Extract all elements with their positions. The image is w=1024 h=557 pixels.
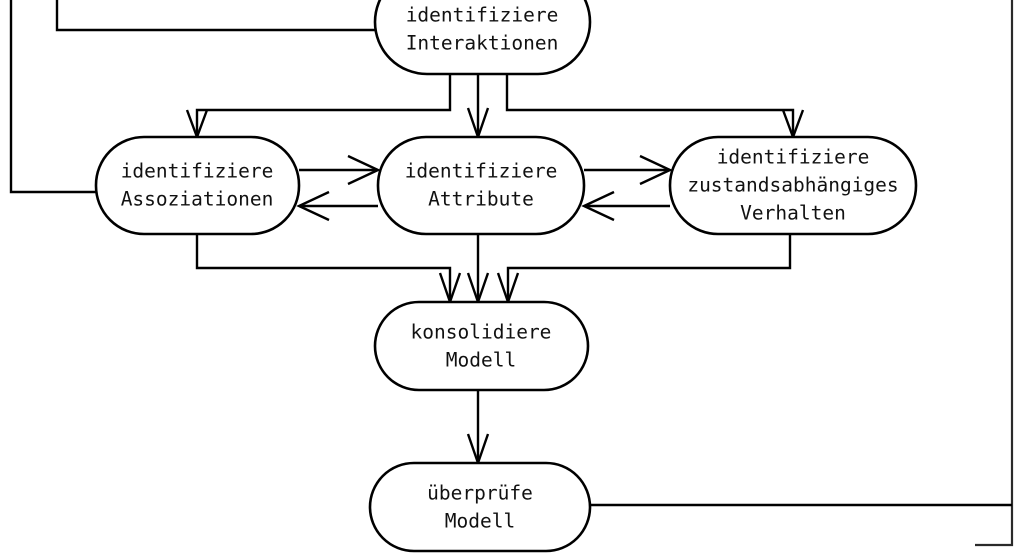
edge-assoziationen-to-attribute [299, 154, 381, 186]
node-identifiziere-interaktionen[interactable]: identifiziere Interaktionen [373, 0, 592, 76]
node-label-line2: Modell [446, 349, 516, 372]
node-ueberpruefe-modell[interactable]: überprüfe Modell [368, 461, 592, 553]
node-identifiziere-zustandsabhaengiges-verhalten[interactable]: identifiziere zustandsabhängiges Verhalt… [668, 135, 918, 236]
node-label-line1: identifiziere [717, 146, 870, 169]
node-konsolidiere-modell[interactable]: konsolidiere Modell [373, 300, 590, 392]
edge-interaktionen-feedback-left [55, 0, 375, 32]
node-label-line3: Verhalten [740, 202, 846, 225]
edge-attribute-to-konsolidiere [466, 234, 490, 306]
node-label-line2: Interaktionen [406, 32, 559, 55]
edge-assoziationen-feedback-left [9, 0, 96, 194]
node-label-line2: zustandsabhängiges [687, 174, 898, 197]
node-identifiziere-attribute[interactable]: identifiziere Attribute [376, 135, 586, 236]
edge-attribute-to-verhalten [584, 154, 673, 186]
node-label-line1: konsolidiere [411, 321, 552, 344]
node-label-line2: Modell [445, 510, 515, 533]
node-label-line2: Assoziationen [121, 188, 274, 211]
node-label-line1: identifiziere [406, 4, 559, 27]
edge-interaktionen-to-verhalten [505, 73, 805, 141]
node-label-line1: identifiziere [405, 160, 558, 183]
node-identifiziere-assoziationen[interactable]: identifiziere Assoziationen [94, 135, 301, 236]
node-label-line1: identifiziere [121, 160, 274, 183]
edge-verhalten-to-konsolidiere [496, 234, 792, 306]
node-label-line1: überprüfe [427, 482, 533, 505]
edge-verhalten-to-attribute [581, 190, 670, 222]
edge-konsolidiere-to-ueberpruefe [466, 390, 490, 467]
edge-interaktionen-to-attribute [466, 73, 490, 141]
page-frame-right [975, 0, 1014, 547]
edge-attribute-to-assoziationen [296, 190, 378, 222]
edge-interaktionen-to-assoziationen [185, 73, 452, 141]
node-label-line2: Attribute [428, 188, 534, 211]
edge-assoziationen-to-konsolidiere [195, 234, 462, 306]
